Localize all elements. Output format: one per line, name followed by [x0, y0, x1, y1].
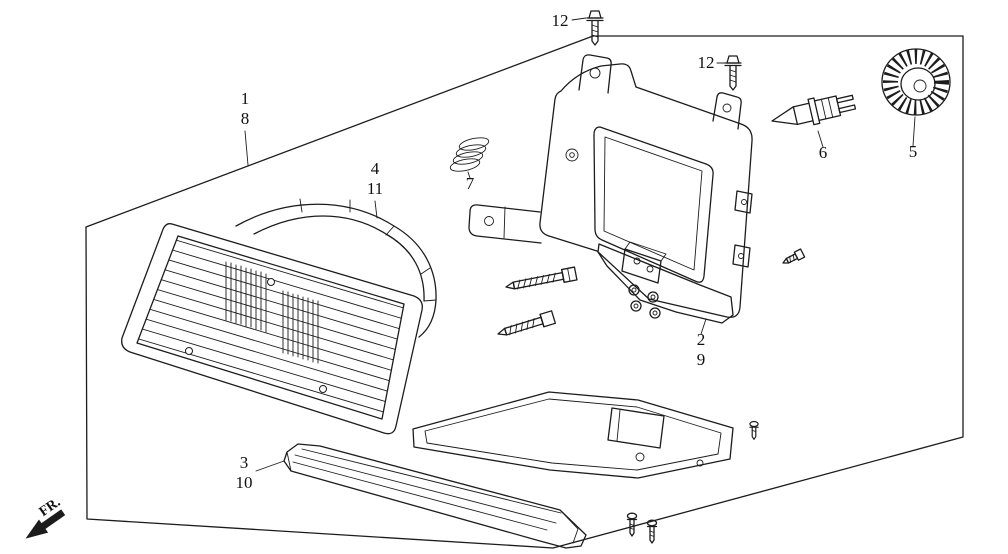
part-number-label: 1 [241, 89, 250, 108]
callout-1-8: 1 8 [241, 89, 250, 166]
lens-adjuster-dot [319, 385, 327, 393]
callout-7: 7 [466, 171, 475, 193]
housing-seal [235, 198, 437, 338]
fr-direction-arrow: FR. [25, 495, 66, 539]
bracket-opening [593, 126, 714, 283]
grommet-nuts [628, 284, 661, 319]
lens-adjuster-dot [267, 278, 275, 286]
callout-5: 5 [909, 116, 918, 161]
upper-garnish-bracket [412, 391, 734, 479]
mounting-bolt-top [586, 10, 604, 46]
part-number-label: 7 [466, 174, 475, 193]
lower-garnish-molding [283, 443, 587, 549]
part-number-label: 8 [241, 109, 250, 128]
mounting-bracket [468, 54, 753, 324]
part-number-label: 2 [697, 330, 706, 349]
rubber-cap [881, 48, 951, 116]
long-screw-lower [497, 310, 557, 336]
callout-6: 6 [817, 130, 828, 162]
long-screw-upper [505, 266, 578, 290]
callout-2-9: 2 9 [697, 318, 707, 369]
part-number-label: 11 [367, 179, 383, 198]
lens-adjuster-dot [185, 347, 193, 355]
part-number-label: 5 [909, 142, 918, 161]
mounting-bolt-side [724, 55, 742, 91]
adjuster-screw [782, 248, 806, 264]
part-number-label: 9 [697, 350, 706, 369]
garnish-screw [749, 420, 759, 440]
headlight-lens-assembly [121, 223, 423, 435]
garnish-screw [626, 512, 638, 537]
callout-3-10: 3 10 [236, 453, 285, 492]
coil-spring [449, 137, 490, 172]
garnish-screw [646, 519, 658, 544]
callout-12-side: 12 [698, 53, 727, 72]
lens-flute-hatching [137, 236, 404, 419]
callout-12-top: 12 [552, 11, 587, 30]
part-number-label: 6 [819, 143, 828, 162]
fr-arrow-head [25, 519, 49, 539]
part-number-label: 4 [371, 159, 380, 178]
part-number-label: 3 [240, 453, 249, 472]
panel-border [85, 35, 964, 549]
fr-arrow-tail [39, 509, 66, 531]
callout-4-11: 4 11 [367, 159, 383, 219]
cap-rib-ring [883, 49, 949, 115]
part-number-label: 10 [236, 473, 253, 492]
part-number-label: 12 [698, 53, 715, 72]
part-number-label: 12 [552, 11, 569, 30]
headlight-bulb [771, 94, 857, 126]
